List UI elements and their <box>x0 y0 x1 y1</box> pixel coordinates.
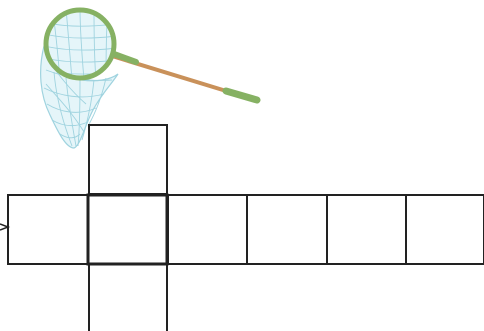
grid-cell-row-4 <box>247 195 327 264</box>
grid-cell-row-1 <box>8 195 88 264</box>
net-ferrule <box>114 54 136 62</box>
net-grip <box>226 91 257 100</box>
grid-cell-row-3 <box>168 195 247 264</box>
grid-cell-bottom <box>89 264 167 331</box>
grid-cell-row-5 <box>327 195 406 264</box>
grid-cell-top <box>89 125 167 194</box>
arrow-indicator-icon <box>0 224 8 230</box>
box-grid <box>8 125 484 331</box>
grid-cell-row-6 <box>406 195 484 264</box>
grid-cell-row-2 <box>88 195 167 264</box>
